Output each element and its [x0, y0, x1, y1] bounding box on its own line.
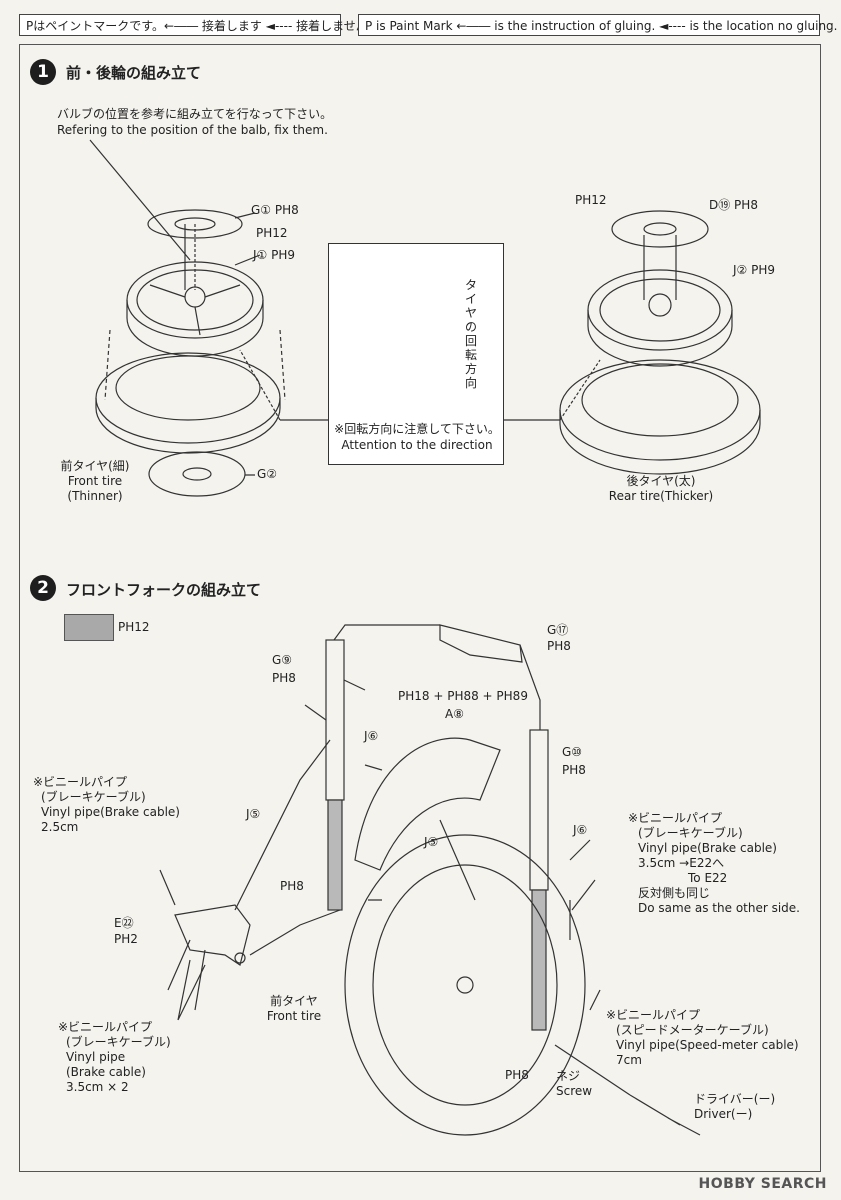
- vinyl-brake-right-same-jp: 反対側も同じ: [638, 886, 711, 900]
- rear-wheel-part-label: J② PH9: [733, 263, 776, 277]
- vinyl-brake-right-jp1: ※ビニールパイプ: [628, 811, 723, 825]
- attention-jp: ※回転方向に注意して下さい。: [334, 422, 500, 436]
- front-tire-en2: (Thinner): [67, 489, 123, 503]
- speedo-jp2: (スピードメーターケーブル): [616, 1023, 769, 1037]
- step-2-number: 2: [30, 575, 56, 601]
- swatch-paint-label: PH12: [118, 620, 150, 634]
- legend-en: P is Paint Mark ←―― is the instruction o…: [358, 14, 838, 36]
- screw-label: ネジ Screw: [556, 1069, 592, 1099]
- vinyl-brake-left-en: Vinyl pipe(Brake cable): [41, 805, 180, 819]
- step-2-title: フロントフォークの組み立て: [66, 581, 262, 599]
- vinyl-brake-bottom-note: ※ビニールパイプ (ブレーキケーブル) Vinyl pipe (Brake ca…: [58, 1020, 171, 1095]
- e22-part-label: E㉒: [114, 916, 134, 930]
- j6-left-part-label: J⑥: [364, 729, 379, 743]
- vinyl-brake-bottom-len: 3.5cm × 2: [66, 1080, 129, 1094]
- e22-paint-label: PH2: [114, 932, 138, 946]
- front-tire-en: Front tire: [67, 474, 123, 488]
- paint-swatch: [64, 614, 114, 641]
- front-hub-part-label: G②: [257, 467, 278, 481]
- speedo-en: Vinyl pipe(Speed-meter cable): [616, 1038, 799, 1052]
- screw-jp: ネジ: [556, 1069, 581, 1083]
- front-tire-jp: 前タイヤ(細): [60, 459, 130, 473]
- legend-jp: Pはペイントマークです。←―― 接着します ◄---- 接着しません: [19, 14, 368, 36]
- front-tire-step2-en: Front tire: [266, 1009, 322, 1023]
- g9-paint-label: PH8: [272, 671, 296, 685]
- vinyl-brake-right-jp2: (ブレーキケーブル): [638, 826, 743, 840]
- g9-part-label: G⑨: [272, 653, 293, 667]
- valve-note-en: Refering to the position of the balb, fi…: [57, 123, 328, 137]
- speedo-cable-note: ※ビニールパイプ (スピードメーターケーブル) Vinyl pipe(Speed…: [606, 1008, 799, 1068]
- j6-right-part-label: J⑥: [573, 823, 588, 837]
- screw-en: Screw: [556, 1084, 593, 1098]
- vinyl-brake-bottom-en1: Vinyl pipe: [66, 1050, 126, 1064]
- a8-part-label: A⑧: [445, 707, 464, 721]
- vinyl-brake-left-note: ※ビニールパイプ (ブレーキケーブル) Vinyl pipe(Brake cab…: [33, 775, 180, 835]
- vinyl-brake-left-jp1: ※ビニールパイプ: [33, 775, 128, 789]
- rear-tire-en: Rear tire(Thicker): [608, 489, 714, 503]
- rear-tire-jp: 後タイヤ(太): [626, 474, 696, 488]
- instruction-frame: [19, 44, 821, 1172]
- front-tire-step2-label: 前タイヤ Front tire: [262, 994, 326, 1024]
- vinyl-brake-right-note: ※ビニールパイプ (ブレーキケーブル) Vinyl pipe(Brake cab…: [628, 811, 800, 916]
- driver-en: Driver(ー): [694, 1107, 753, 1121]
- vinyl-brake-bottom-en2: (Brake cable): [66, 1065, 146, 1079]
- speedo-jp1: ※ビニールパイプ: [606, 1008, 701, 1022]
- vinyl-brake-right-en: Vinyl pipe(Brake cable): [638, 841, 777, 855]
- valve-note-jp: バルブの位置を参考に組み立てを行なって下さい。: [57, 107, 333, 121]
- watermark: HOBBY SEARCH: [698, 1176, 827, 1192]
- g17-part-label: G⑰: [547, 623, 569, 637]
- vinyl-brake-right-same-en: Do same as the other side.: [638, 901, 800, 915]
- fork-right-paint-label: PH8: [505, 1068, 529, 1082]
- driver-label: ドライバー(ー) Driver(ー): [694, 1092, 775, 1122]
- vinyl-brake-right-len: 3.5cm →E22へ: [638, 856, 725, 870]
- attention-box: タイヤの回転方向 ※回転方向に注意して下さい。 Attention to the…: [328, 243, 504, 465]
- rear-sprocket-part-label: D⑲ PH8: [709, 198, 758, 212]
- step-1-title: 前・後輪の組み立て: [66, 64, 202, 82]
- speedo-len: 7cm: [616, 1053, 642, 1067]
- front-disc-paint-label: PH12: [256, 226, 288, 240]
- j5-mid-part-label: J⑤: [424, 835, 439, 849]
- mix-paint-label: PH18 + PH88 + PH89: [398, 689, 528, 703]
- g17-paint-label: PH8: [547, 639, 571, 653]
- vinyl-brake-bottom-jp2: (ブレーキケーブル): [66, 1035, 171, 1049]
- direction-vertical-text: タイヤの回転方向: [465, 278, 478, 390]
- vinyl-brake-left-jp2: (ブレーキケーブル): [41, 790, 146, 804]
- attention-en: Attention to the direction: [341, 438, 493, 452]
- g10-paint-label: PH8: [562, 763, 586, 777]
- front-tire-step2-jp: 前タイヤ: [270, 994, 318, 1008]
- fork-left-paint-label: PH8: [280, 879, 304, 893]
- rear-tire-label: 後タイヤ(太) Rear tire(Thicker): [594, 474, 728, 504]
- vinyl-brake-right-to: To E22: [688, 871, 728, 885]
- step-1-number: 1: [30, 59, 56, 85]
- g10-part-label: G⑩: [562, 745, 583, 759]
- rear-sprocket-paint-label: PH12: [575, 193, 607, 207]
- front-tire-label: 前タイヤ(細) Front tire (Thinner): [52, 459, 138, 504]
- vinyl-brake-left-len: 2.5cm: [41, 820, 79, 834]
- front-wheel-part-label: J① PH9: [253, 248, 296, 262]
- front-disc-part-label: G① PH8: [251, 203, 299, 217]
- vinyl-brake-bottom-jp1: ※ビニールパイプ: [58, 1020, 153, 1034]
- driver-jp: ドライバー(ー): [694, 1092, 776, 1106]
- j5-left-part-label: J⑤: [246, 807, 261, 821]
